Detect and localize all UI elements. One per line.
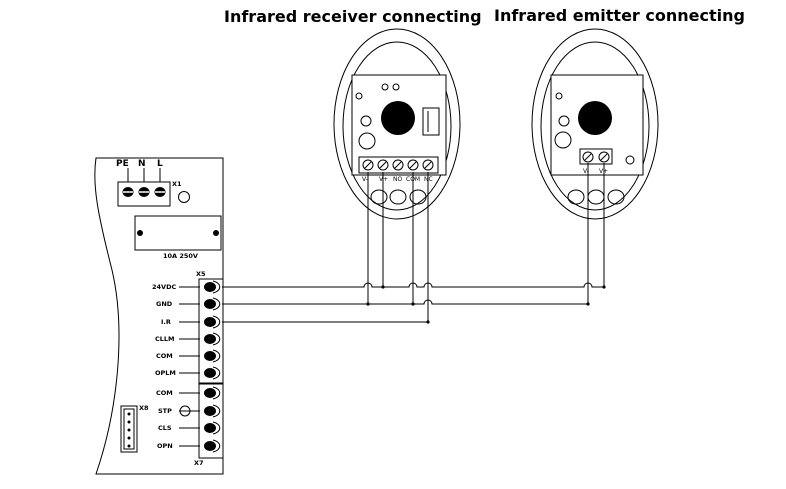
receiver-housing-outer (333, 28, 461, 220)
x7-screw (204, 386, 221, 453)
receiver-terminal-no: NO (393, 176, 402, 183)
fuse-rating: 10A 250V (163, 252, 198, 260)
wire-gnd (222, 299, 588, 305)
mounting-hole (178, 191, 190, 203)
ir-emitter: V- V+ (531, 28, 659, 220)
x1-screw (122, 187, 166, 197)
x1-terminal-l: L (157, 159, 163, 169)
control-board-outline (94, 157, 224, 475)
receiver-terminal-v-minus: V- (362, 176, 368, 183)
x7-terminal-opn: OPN (157, 442, 173, 450)
receiver-terminal-v-plus: V+ (379, 176, 388, 183)
x8-connector: X8 (120, 404, 149, 453)
x5-terminal-24vdc: 24VDC (152, 283, 176, 291)
emitter-lens (578, 101, 612, 135)
receiver-screw (362, 159, 434, 171)
x5-terminal-gnd: GND (156, 300, 173, 308)
emitter-terminal-block (579, 148, 613, 165)
x7-terminal-com: COM (156, 389, 173, 397)
x1-terminal-block: PE N L X1 (116, 159, 190, 207)
x5-label: X5 (196, 270, 206, 278)
wiring (222, 163, 606, 324)
emitter-housing-inner (540, 41, 650, 211)
receiver-title: Infrared receiver connecting (224, 7, 482, 26)
ir-receiver: V- V+ NO COM NC (333, 28, 461, 220)
emitter-title: Infrared emitter connecting (494, 6, 745, 25)
x7-terminal-cls: CLS (158, 424, 172, 432)
emitter-screw (582, 151, 610, 163)
wire-24vdc (222, 282, 604, 288)
x5-terminal-com: COM (156, 352, 173, 360)
x7-terminal-row: COM STP CLS OPN (156, 389, 200, 450)
emitter-housing-outer (531, 28, 659, 220)
fuse-holder: 10A 250V (134, 215, 222, 260)
receiver-housing-inner (342, 41, 452, 211)
stp-indicator-circle (179, 405, 191, 417)
x5-screw (204, 280, 221, 380)
x1-terminal-n: N (138, 159, 146, 169)
x7-terminal-stp: STP (158, 407, 172, 415)
x1-terminal-pe: PE (116, 159, 129, 169)
x5-terminal-oplm: OPLM (155, 369, 176, 377)
x1-label: X1 (172, 180, 182, 188)
x7-terminal-block: COM STP CLS OPN X7 (156, 383, 224, 467)
x5-terminal-row: 24VDC GND I.R CLLM COM OPLM (152, 283, 200, 377)
x5-terminal-ir: I.R (161, 318, 171, 326)
emitter-terminal-v-minus: V- (583, 168, 589, 175)
x8-label: X8 (139, 404, 149, 412)
receiver-lens (381, 101, 415, 135)
x7-label: X7 (194, 459, 204, 467)
receiver-relay (422, 107, 440, 136)
x5-terminal-block: X5 24VDC GND I.R CLLM COM OPLM (152, 270, 224, 384)
x5-terminal-cllm: CLLM (155, 335, 175, 343)
